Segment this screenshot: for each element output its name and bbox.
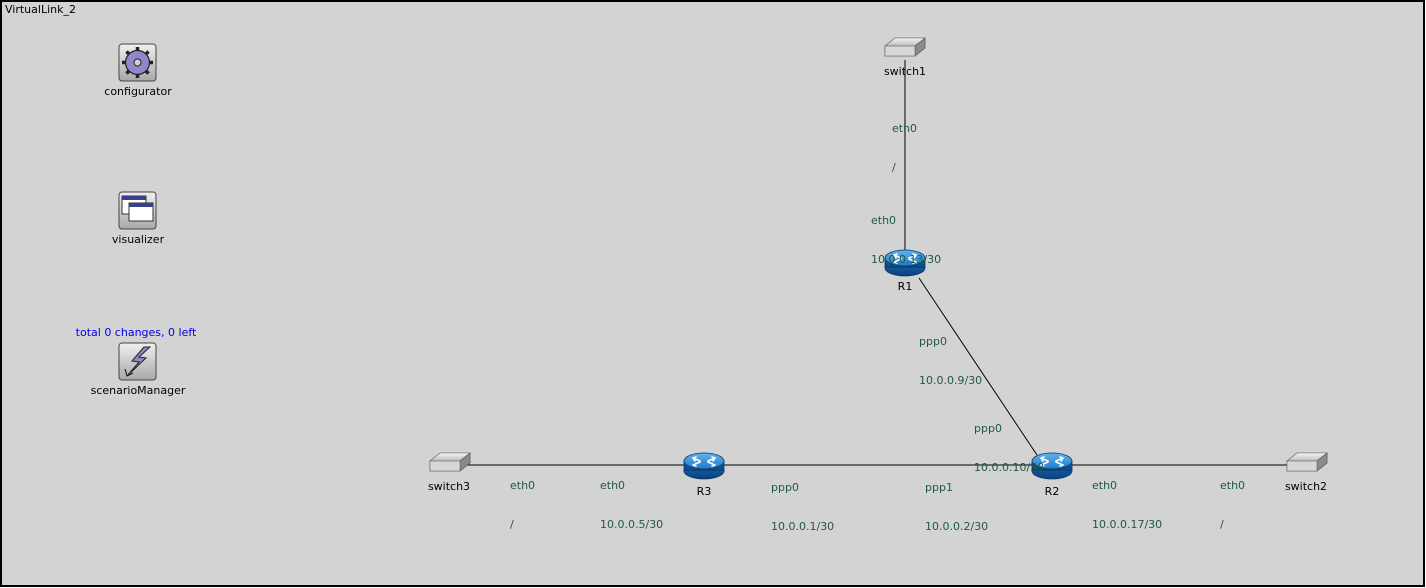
interface-address: 10.0.0.5/30 [600, 518, 664, 531]
interface-label-r2-ppp0: ppp0 10.0.0.10/30 [974, 396, 1044, 500]
switch2-label: switch2 [1284, 480, 1328, 493]
interface-address: 10.0.0.9/30 [919, 374, 983, 387]
interface-address: 10.0.0.17/30 [1092, 518, 1163, 531]
interface-name: ppp0 [919, 335, 947, 348]
interface-address: 10.0.0.2/30 [925, 520, 989, 533]
interface-label-r1-eth0: eth0 10.0.0.13/30 [871, 188, 941, 292]
interface-name: eth0 [871, 214, 897, 227]
windows-icon[interactable] [118, 191, 157, 230]
interface-name: eth0 [892, 122, 918, 135]
switch3-label: switch3 [427, 480, 471, 493]
interface-label-switch1-eth0: eth0 / [892, 96, 917, 200]
interface-name: eth0 [510, 479, 536, 492]
r1-label: R1 [897, 280, 913, 293]
scenario-status-text: total 0 changes, 0 left [75, 326, 197, 339]
interface-label-r2-eth0: eth0 10.0.0.17/30 [1092, 453, 1162, 557]
interface-address: 10.0.0.1/30 [771, 520, 835, 533]
interface-name: ppp0 [771, 481, 799, 494]
interface-name: ppp0 [974, 422, 1002, 435]
interface-label-r3-eth0: eth0 10.0.0.5/30 [600, 453, 663, 557]
interface-address: 10.0.0.10/30 [974, 461, 1045, 474]
interface-name: eth0 [1092, 479, 1118, 492]
interface-label-r2-ppp1: ppp1 10.0.0.2/30 [925, 455, 988, 559]
lightning-icon[interactable] [118, 342, 157, 381]
router-icon[interactable] [683, 452, 725, 480]
r3-label: R3 [696, 485, 712, 498]
interface-label-r3-ppp0: ppp0 10.0.0.1/30 [771, 455, 834, 559]
switch1-label: switch1 [883, 65, 927, 78]
interface-label-r1-ppp0: ppp0 10.0.0.9/30 [919, 309, 982, 413]
network-title: VirtualLink_2 [5, 3, 76, 16]
r2-label: R2 [1044, 485, 1060, 498]
interface-name: ppp1 [925, 481, 953, 494]
visualizer-label: visualizer [111, 233, 165, 246]
gear-icon[interactable] [118, 43, 157, 82]
interface-address: / [892, 161, 896, 174]
interface-label-switch3-eth0: eth0 / [510, 453, 535, 557]
scenario-manager-label: scenarioManager [90, 384, 186, 397]
interface-address: / [1220, 518, 1224, 531]
interface-name: eth0 [1220, 479, 1246, 492]
interface-label-switch2-eth0: eth0 / [1220, 453, 1245, 557]
interface-address: 10.0.0.13/30 [871, 253, 942, 266]
link-r1-r2 [918, 277, 1038, 456]
interface-name: eth0 [600, 479, 626, 492]
interface-address: / [510, 518, 514, 531]
configurator-label: configurator [104, 85, 172, 98]
